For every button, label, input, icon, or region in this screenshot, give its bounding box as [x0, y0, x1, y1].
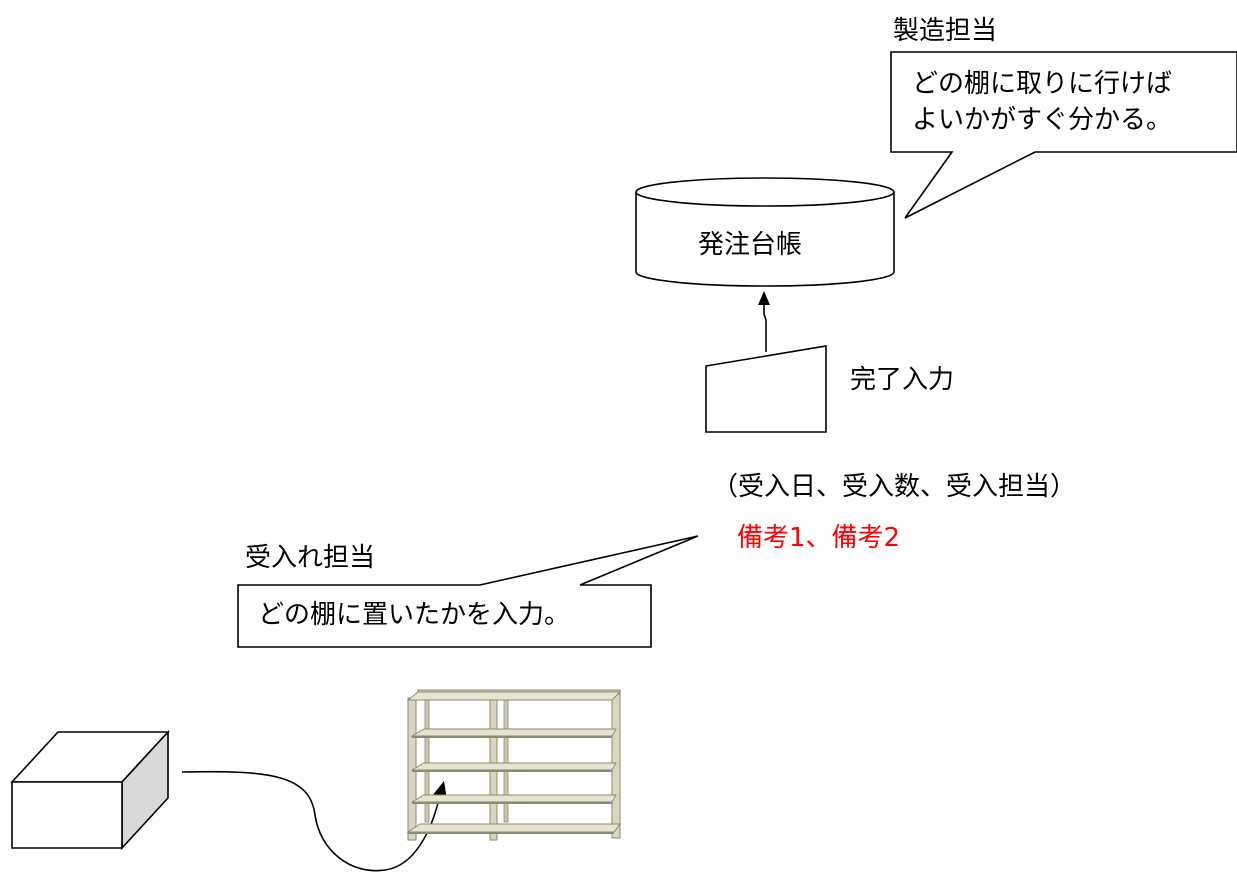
- storage-shelf-icon: [406, 689, 622, 841]
- callout-line: よいかがすぐ分かる。: [912, 105, 1173, 135]
- completion-input-new-fields: 備考1、備考2: [737, 523, 901, 553]
- manufacturing-callout-shape: [890, 51, 1237, 219]
- arrowhead-icon: [758, 291, 770, 305]
- box-to-shelf-curve: [181, 770, 441, 872]
- receiving-role-label: 受入れ担当: [245, 543, 376, 573]
- ledger-label: 発注台帳: [698, 230, 803, 260]
- manufacturing-role-label: 製造担当: [893, 16, 998, 46]
- completion-input-label: 完了入力: [850, 365, 955, 395]
- package-box-icon: [10, 729, 170, 851]
- input-to-ledger-arrow: [763, 300, 767, 352]
- receiving-callout-shape: [237, 535, 699, 648]
- receiving-callout-text: どの棚に置いたかを入力。: [258, 600, 571, 630]
- manual-input-shape: [705, 345, 827, 433]
- callout-line: どの棚に取りに行けば: [912, 69, 1173, 99]
- manufacturing-callout-text: どの棚に取りに行けば よいかがすぐ分かる。: [912, 66, 1172, 138]
- ledger-database-icon: [635, 177, 895, 287]
- completion-input-fields: （受入日、受入数、受入担当）: [712, 472, 1077, 502]
